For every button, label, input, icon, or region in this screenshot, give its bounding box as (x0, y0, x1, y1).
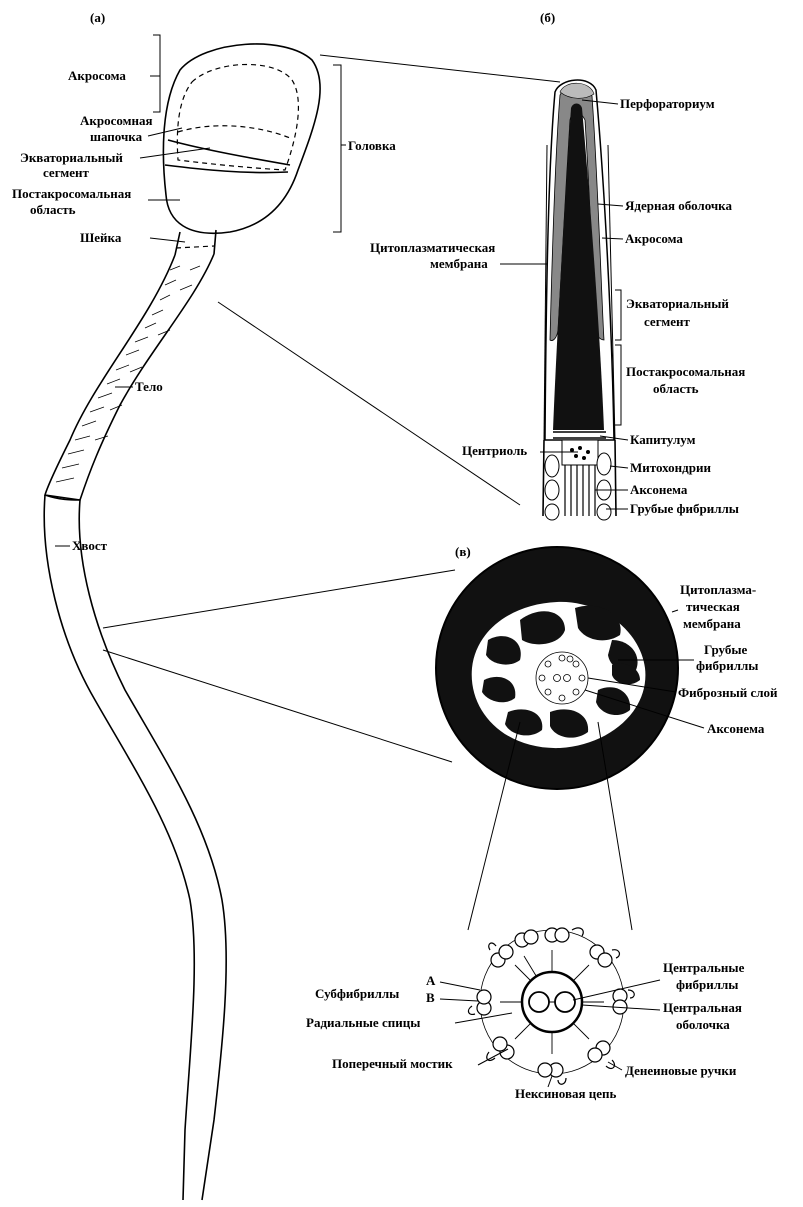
label-khvost: Хвост (72, 538, 108, 553)
axoneme-detail (468, 928, 634, 1084)
label-grubye-v-2: фибриллы (696, 658, 758, 673)
label-sheyka: Шейка (80, 230, 122, 245)
label-ekv-b-1: Экваториальный (626, 296, 729, 311)
label-membrane-v-2: тическая (686, 599, 740, 614)
acrosome-inner-outline (177, 64, 298, 170)
label-akrosomnaya-1: Акросомная (80, 113, 153, 128)
label-aksonema-v: Аксонема (707, 721, 765, 736)
label-centralnye-1: Центральные (663, 960, 745, 975)
label-deneinovye: Денеиновые ручки (625, 1063, 737, 1078)
label-akrosoma-b: Акросома (625, 231, 683, 246)
axoneme-small (536, 652, 588, 704)
label-ekv-b-2: сегмент (644, 314, 691, 329)
label-mitokhondrii: Митохондрии (630, 460, 711, 475)
connector-neck-to-section (218, 302, 520, 505)
label-centriol: Центриоль (462, 443, 527, 458)
label-akrosomnaya-2: шапочка (90, 129, 143, 144)
connector-tail-to-cross-top (103, 570, 455, 628)
label-postakro-b-2: область (653, 381, 699, 396)
panel-b-label: (б) (540, 10, 555, 25)
label-kapitulum: Капитулум (630, 432, 696, 447)
label-membrane-v-1: Цитоплазма- (680, 582, 756, 597)
longitudinal-section (543, 80, 616, 520)
tail-cross-section (436, 547, 678, 789)
label-membrane-2: мембрана (430, 256, 488, 271)
label-centralnaya-2: оболочка (676, 1017, 730, 1032)
sperm-midpiece (45, 254, 214, 500)
panel-v-label: (в) (455, 544, 471, 559)
label-centralnye-2: фибриллы (676, 977, 738, 992)
label-a: А (426, 973, 436, 988)
label-postakro-b-1: Постакросомальная (626, 364, 745, 379)
label-perforatorium: Перфораториум (620, 96, 715, 111)
panel-a-label: (а) (90, 10, 105, 25)
label-centralnaya-1: Центральная (663, 1000, 742, 1015)
label-ekvatorialny-1: Экваториальный (20, 150, 123, 165)
label-ekvatorialny-2: сегмент (43, 165, 90, 180)
label-golovka: Головка (348, 138, 396, 153)
label-membrane-1: Цитоплазматическая (370, 240, 495, 255)
axoneme-annotations: Субфибриллы А В Радиальные спицы Попереч… (306, 960, 745, 1101)
sperm-head (163, 44, 320, 233)
label-fibrozny: Фиброзный слой (678, 685, 778, 700)
label-grubye-b: Грубые фибриллы (630, 501, 739, 516)
label-radialnye: Радиальные спицы (306, 1015, 420, 1030)
sperm-tail (44, 495, 226, 1200)
label-telo: Тело (135, 379, 163, 394)
label-aksonema-b: Аксонема (630, 482, 688, 497)
label-poperechny: Поперечный мостик (332, 1056, 453, 1071)
label-subfibrilly: Субфибриллы (315, 986, 399, 1001)
label-membrane-v-3: мембрана (683, 616, 741, 631)
label-yadernaya: Ядерная оболочка (625, 198, 732, 213)
label-b: В (426, 990, 435, 1005)
label-postakro-2: область (30, 202, 76, 217)
connector-tail-to-cross-bottom (103, 650, 452, 762)
label-postakro-1: Постакросомальная (12, 186, 131, 201)
label-neksinovaya: Нексиновая цепь (515, 1086, 617, 1101)
label-grubye-v-1: Грубые (704, 642, 747, 657)
acrosomal-cap-line (178, 126, 290, 138)
connector-head-to-section (320, 55, 560, 82)
label-akrosoma: Акросома (68, 68, 126, 83)
